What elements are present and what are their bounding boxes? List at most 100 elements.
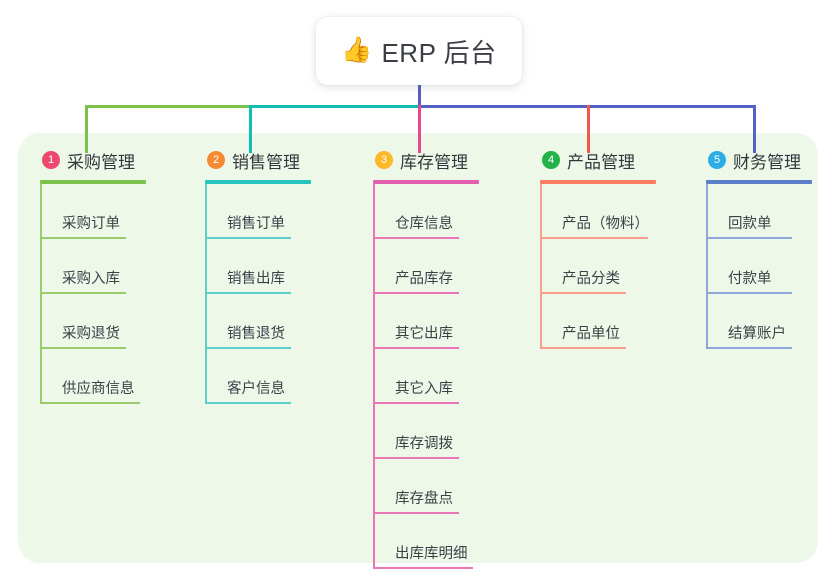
branch-title-5: 财务管理: [733, 152, 801, 172]
drop-connector-4: [587, 105, 590, 153]
branch-badge-5: 5: [708, 151, 726, 169]
branch-rule-5: [706, 180, 812, 184]
leaf-label: 其它出库: [395, 326, 453, 343]
list-item[interactable]: 产品（物料）: [540, 184, 700, 239]
branch-header-4[interactable]: 4 产品管理: [540, 147, 700, 173]
leaf-rule: [373, 347, 459, 349]
list-item[interactable]: 产品单位: [540, 294, 700, 349]
leaf-rule: [40, 237, 126, 239]
list-item[interactable]: 回款单: [706, 184, 839, 239]
list-item[interactable]: 销售退货: [205, 294, 355, 349]
branch-leaves-5: 回款单 付款单 结算账户: [706, 184, 839, 349]
leaf-rule: [373, 512, 459, 514]
branch-column-3: 3 库存管理 仓库信息 产品库存 其它出库 其它入库 库存调拨: [373, 147, 523, 569]
list-item[interactable]: 出库库明细: [373, 514, 523, 569]
list-item[interactable]: 库存调拨: [373, 404, 523, 459]
list-item[interactable]: 销售订单: [205, 184, 355, 239]
thumbs-up-icon: 👍: [341, 35, 373, 64]
root-node[interactable]: 👍 ERP 后台: [316, 17, 522, 85]
leaf-label: 产品单位: [562, 326, 620, 343]
list-item[interactable]: 库存盘点: [373, 459, 523, 514]
leaf-rule: [205, 347, 291, 349]
leaf-label: 付款单: [728, 271, 772, 288]
leaf-rule: [40, 292, 126, 294]
branch-badge-3: 3: [375, 151, 393, 169]
leaf-label: 库存调拨: [395, 436, 453, 453]
branch-title-2: 销售管理: [232, 152, 300, 172]
leaf-rule: [373, 567, 473, 569]
leaf-rule: [706, 292, 792, 294]
branch-header-1[interactable]: 1 采购管理: [40, 147, 190, 173]
list-item[interactable]: 结算账户: [706, 294, 839, 349]
list-item[interactable]: 客户信息: [205, 349, 355, 404]
leaf-label: 采购入库: [62, 271, 120, 288]
leaf-rule: [706, 347, 792, 349]
drop-connector-3: [418, 105, 421, 153]
branch-badge-1: 1: [42, 151, 60, 169]
leaf-rule: [540, 237, 648, 239]
leaf-rule: [540, 347, 626, 349]
leaf-label: 库存盘点: [395, 491, 453, 508]
branch-leaves-3: 仓库信息 产品库存 其它出库 其它入库 库存调拨 库存盘点: [373, 184, 523, 569]
trunk-connector: [418, 85, 421, 107]
leaf-rule: [205, 402, 291, 404]
leaf-rule: [373, 457, 459, 459]
branch-header-5[interactable]: 5 财务管理: [706, 147, 839, 173]
list-item[interactable]: 仓库信息: [373, 184, 523, 239]
branch-leaves-1: 采购订单 采购入库 采购退货 供应商信息: [40, 184, 190, 404]
list-item[interactable]: 产品库存: [373, 239, 523, 294]
branch-rule-4: [540, 180, 656, 184]
branch-title-1: 采购管理: [67, 152, 135, 172]
branch-spine-5: [706, 184, 708, 349]
leaf-label: 出库库明细: [395, 546, 468, 563]
leaf-label: 客户信息: [227, 381, 285, 398]
leaf-label: 其它入库: [395, 381, 453, 398]
branch-leaves-2: 销售订单 销售出库 销售退货 客户信息: [205, 184, 355, 404]
list-item[interactable]: 产品分类: [540, 239, 700, 294]
drop-connector-1: [85, 105, 88, 153]
leaf-label: 供应商信息: [62, 381, 135, 398]
list-item[interactable]: 采购入库: [40, 239, 190, 294]
branch-leaves-4: 产品（物料） 产品分类 产品单位: [540, 184, 700, 349]
leaf-label: 结算账户: [728, 326, 786, 343]
leaf-label: 产品分类: [562, 271, 620, 288]
branch-rule-1: [40, 180, 146, 184]
list-item[interactable]: 采购订单: [40, 184, 190, 239]
leaf-rule: [373, 402, 459, 404]
leaf-rule: [373, 292, 459, 294]
leaf-rule: [540, 292, 626, 294]
branch-badge-4: 4: [542, 151, 560, 169]
leaf-label: 销售订单: [227, 216, 285, 233]
leaf-label: 仓库信息: [395, 216, 453, 233]
branch-rule-3: [373, 180, 479, 184]
branch-spine-1: [40, 184, 42, 404]
leaf-label: 采购订单: [62, 216, 120, 233]
branch-spine-4: [540, 184, 542, 349]
leaf-rule: [205, 292, 291, 294]
list-item[interactable]: 供应商信息: [40, 349, 190, 404]
list-item[interactable]: 付款单: [706, 239, 839, 294]
branch-rule-2: [205, 180, 311, 184]
branch-header-2[interactable]: 2 销售管理: [205, 147, 355, 173]
list-item[interactable]: 采购退货: [40, 294, 190, 349]
branch-spine-2: [205, 184, 207, 404]
leaf-rule: [40, 402, 140, 404]
branch-column-2: 2 销售管理 销售订单 销售出库 销售退货 客户信息: [205, 147, 355, 404]
branch-column-1: 1 采购管理 采购订单 采购入库 采购退货 供应商信息: [40, 147, 190, 404]
drop-connector-2: [249, 105, 252, 153]
leaf-rule: [373, 237, 459, 239]
branch-title-3: 库存管理: [400, 152, 468, 172]
branch-spine-3: [373, 184, 375, 569]
list-item[interactable]: 其它入库: [373, 349, 523, 404]
list-item[interactable]: 其它出库: [373, 294, 523, 349]
branch-column-5: 5 财务管理 回款单 付款单 结算账户: [706, 147, 839, 349]
root-title: ERP 后台: [381, 37, 497, 68]
branch-title-4: 产品管理: [567, 152, 635, 172]
branch-header-3[interactable]: 3 库存管理: [373, 147, 523, 173]
leaf-label: 产品库存: [395, 271, 453, 288]
list-item[interactable]: 销售出库: [205, 239, 355, 294]
branch-column-4: 4 产品管理 产品（物料） 产品分类 产品单位: [540, 147, 700, 349]
leaf-rule: [40, 347, 126, 349]
drop-connector-5: [753, 105, 756, 153]
